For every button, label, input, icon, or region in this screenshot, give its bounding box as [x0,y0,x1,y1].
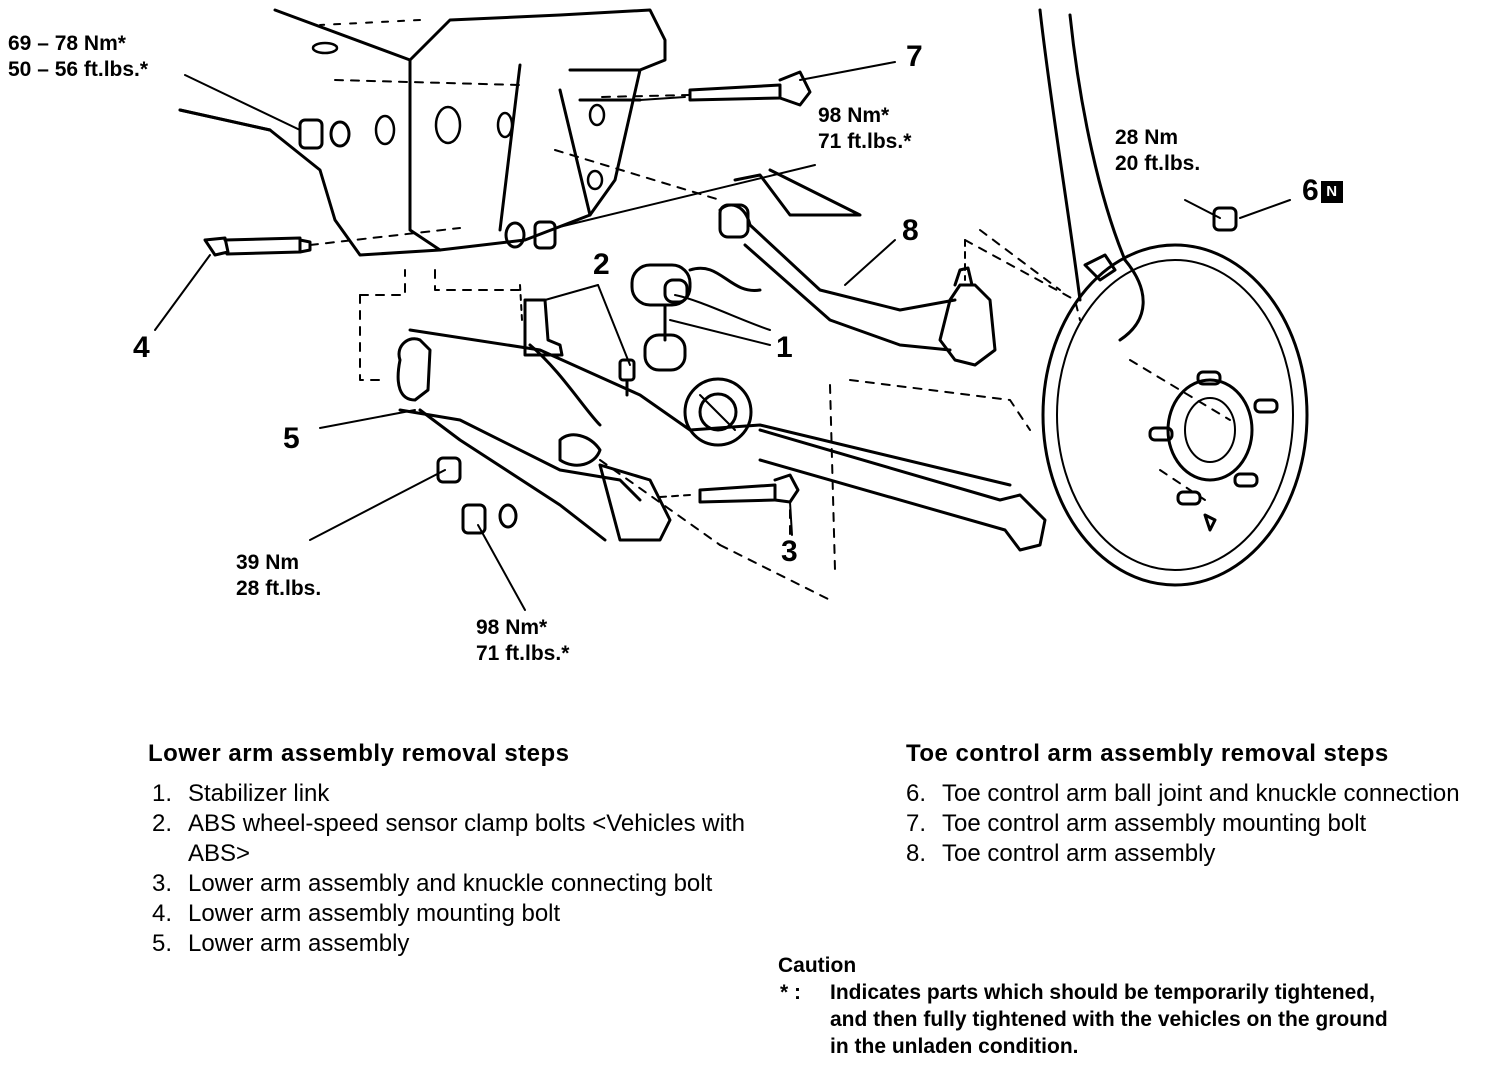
torque-ftlbs: 71 ft.lbs.* [818,130,912,153]
step-number: 1. [152,780,173,807]
step-text: Lower arm assembly and knuckle connectin… [188,870,713,897]
callout-7: 7 [906,40,923,73]
step-text: ABS wheel-speed sensor clamp bolts <Vehi… [188,810,745,867]
toe-control-steps: 6. Toe control arm ball joint and knuckle… [906,779,1496,869]
callout-2: 2 [593,248,610,281]
lower-arm-heading: Lower arm assembly removal steps [148,740,570,767]
callout-1: 1 [776,331,793,364]
step-number: 5. [152,930,173,957]
step-text: Lower arm assembly mounting bolt [188,900,561,927]
torque-label-lower-left: 39 Nm 28 ft.lbs. [236,550,321,602]
toe-control-heading: Toe control arm assembly removal steps [906,740,1389,767]
torque-label-mid: 98 Nm* 71 ft.lbs.* [818,103,911,155]
step-text: Toe control arm assembly mounting bolt [942,810,1367,837]
toe-arm-mounting-bolt [599,70,812,107]
torque-ftlbs: 71 ft.lbs.* [476,642,570,665]
torque-nm: 98 Nm* [818,104,890,127]
toe-control-step: 7. Toe control arm assembly mounting bolt [906,809,1496,839]
torque-nm: 28 Nm [1115,126,1179,149]
callout-3: 3 [781,535,798,568]
step-text: Toe control arm assembly [942,840,1216,867]
step-number: 2. [152,810,173,837]
knuckle-strut [1038,8,1145,342]
callout-4: 4 [133,331,150,364]
abs-sensor-clamp [519,284,636,427]
toe-control-step: 8. Toe control arm assembly [906,839,1496,869]
stabilizer-link [630,263,771,372]
toe-arm-nut-washer [504,220,557,250]
lower-arm-nuts [436,456,518,535]
step-number: 4. [152,900,173,927]
suspension-exploded-view [154,8,1309,611]
step-text: Stabilizer link [188,780,330,807]
torque-nm: 69 – 78 Nm* [8,32,126,55]
ball-joint-nut [1212,206,1238,232]
lower-arm-step: 5. Lower arm assembly [152,929,752,959]
lower-arm-mounting-bolt [203,227,461,257]
lower-arm-steps: 1. Stabilizer link 2. ABS wheel-speed sens… [152,779,752,959]
caution-text: Indicates parts which should be temporar… [830,981,1388,1058]
reference-dashed-lines [359,149,1231,601]
torque-label-right: 28 Nm 20 ft.lbs. [1115,125,1200,177]
lower-arm-bushing [683,377,753,447]
step-number: 8. [906,840,927,867]
toe-control-step: 6. Toe control arm ball joint and knuckle… [906,779,1496,809]
callout-5: 5 [283,422,300,455]
brake-disc-hub [1041,243,1309,587]
step-number: 7. [906,810,927,837]
lower-arm-mount-nut [298,118,351,150]
step-text: Lower arm assembly [188,930,410,957]
crossmember-frame [178,8,667,257]
torque-nm: 39 Nm [236,551,300,574]
new-part-badge: N [1320,181,1343,204]
step-number: 3. [152,870,173,897]
lower-arm-step: 4. Lower arm assembly mounting bolt [152,899,752,929]
torque-label-top-left: 69 – 78 Nm* 50 – 56 ft.lbs.* [8,31,148,83]
step-text: Toe control arm ball joint and knuckle c… [942,780,1460,807]
callout-6-number: 6 [1302,174,1319,207]
caution-title: Caution [778,954,857,977]
torque-ftlbs: 28 ft.lbs. [236,577,322,600]
torque-label-bottom: 98 Nm* 71 ft.lbs.* [476,615,569,667]
lower-arm-step: 1. Stabilizer link [152,779,752,809]
caution-marker: * : [780,981,801,1004]
leader-lines [154,61,1291,611]
lower-arm-assembly [396,328,1047,552]
torque-ftlbs: 50 – 56 ft.lbs.* [8,58,149,81]
lower-arm-step: 3. Lower arm assembly and knuckle connect… [152,869,748,899]
toe-control-arm [718,168,997,367]
knuckle-connecting-bolt [659,473,800,504]
torque-ftlbs: 20 ft.lbs. [1115,152,1201,175]
step-number: 6. [906,780,927,807]
callout-8: 8 [902,214,919,247]
lower-arm-step: 2. ABS wheel-speed sensor clamp bolts <Ve… [152,809,748,869]
torque-nm: 98 Nm* [476,616,548,639]
